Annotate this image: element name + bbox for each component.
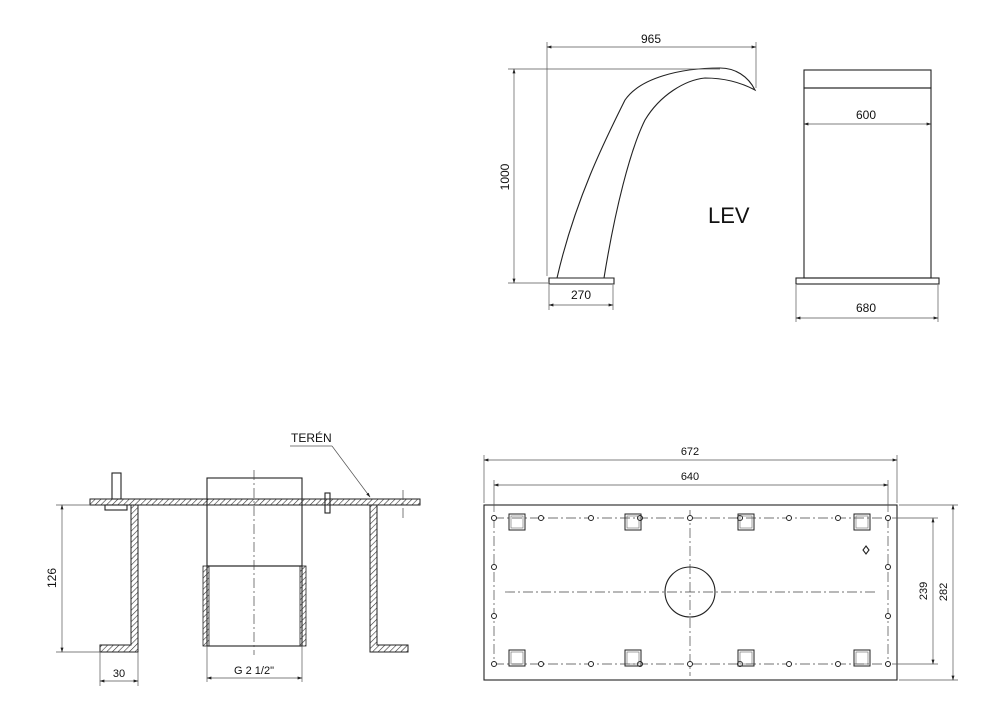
anchor-pocket — [737, 513, 755, 531]
anchor-pocket-inner — [855, 515, 869, 529]
dim-239-label: 239 — [918, 582, 930, 600]
anchor-pocket — [624, 649, 642, 667]
plate-outline — [483, 504, 898, 681]
mounting-hole — [588, 515, 594, 521]
bolt-nut — [104, 504, 128, 511]
anchor-pocket — [737, 649, 755, 667]
mounting-hole — [491, 515, 497, 521]
pipe-wall-right — [299, 565, 307, 647]
spout-outline — [556, 67, 757, 279]
anchor-pocket-inner — [855, 651, 869, 665]
anchor-pocket — [508, 513, 526, 531]
hole-group — [491, 513, 891, 667]
mounting-hole — [687, 661, 693, 667]
anchor-pocket-inner — [739, 651, 753, 665]
anchor-bolt — [111, 472, 122, 500]
front-base-plate — [795, 277, 940, 285]
mounting-hole — [491, 564, 497, 570]
mounting-hole — [786, 661, 792, 667]
dim-672-label: 672 — [681, 446, 699, 458]
dim-270-label: 270 — [571, 288, 591, 302]
front-view: 600 680 — [795, 69, 940, 322]
mounting-hole — [885, 613, 891, 619]
dim-282-label: 282 — [938, 583, 950, 601]
terrain-leader-arrow — [331, 445, 371, 498]
dim-30-label: 30 — [113, 668, 125, 680]
mounting-hole — [538, 515, 544, 521]
mounting-hole — [885, 564, 891, 570]
anchor-pocket-inner — [626, 651, 640, 665]
front-top-cap — [803, 69, 932, 89]
side-view: 965 1000 270 — [498, 32, 757, 310]
mounting-hole — [885, 661, 891, 667]
terrain-label: TERÉN — [291, 430, 332, 445]
mounting-hole — [538, 661, 544, 667]
dim-1000-label: 1000 — [498, 163, 512, 190]
marker-cross — [862, 545, 870, 555]
pipe-thread-label: G 2 1/2" — [234, 665, 274, 677]
anchor-pocket-inner — [510, 515, 524, 529]
model-label: LEV — [708, 203, 750, 228]
anchor-pocket-inner — [739, 515, 753, 529]
anchor-pocket — [624, 513, 642, 531]
locating-pin — [324, 492, 331, 514]
dim-640-label: 640 — [681, 471, 699, 483]
dim-600-label: 600 — [856, 108, 876, 122]
anchor-pocket — [508, 649, 526, 667]
anchor-pocket — [853, 649, 871, 667]
pipe-wall-left — [202, 565, 210, 647]
dim-680-label: 680 — [856, 301, 876, 315]
left-bracket — [99, 504, 139, 653]
mounting-hole — [491, 613, 497, 619]
spout-base-plate — [548, 277, 615, 285]
mounting-hole — [835, 515, 841, 521]
mounting-hole — [491, 661, 497, 667]
section-view: TERÉN 126 30 G 2 1/2" — [45, 430, 421, 686]
mounting-hole — [687, 515, 693, 521]
mounting-hole — [835, 661, 841, 667]
top-plate — [89, 498, 421, 506]
dim-126-label: 126 — [45, 568, 59, 588]
mounting-hole — [885, 515, 891, 521]
anchor-pocket-inner — [510, 651, 524, 665]
pipe-opening — [664, 566, 716, 618]
anchor-pocket — [853, 513, 871, 531]
right-bracket — [369, 504, 409, 653]
mounting-hole — [588, 661, 594, 667]
pipe-lower — [206, 565, 303, 647]
mounting-hole — [786, 515, 792, 521]
anchor-pocket-inner — [626, 515, 640, 529]
plan-view: 672 640 282 239 — [483, 446, 958, 681]
dim-965-label: 965 — [641, 32, 661, 46]
pipe-upper — [206, 477, 303, 567]
